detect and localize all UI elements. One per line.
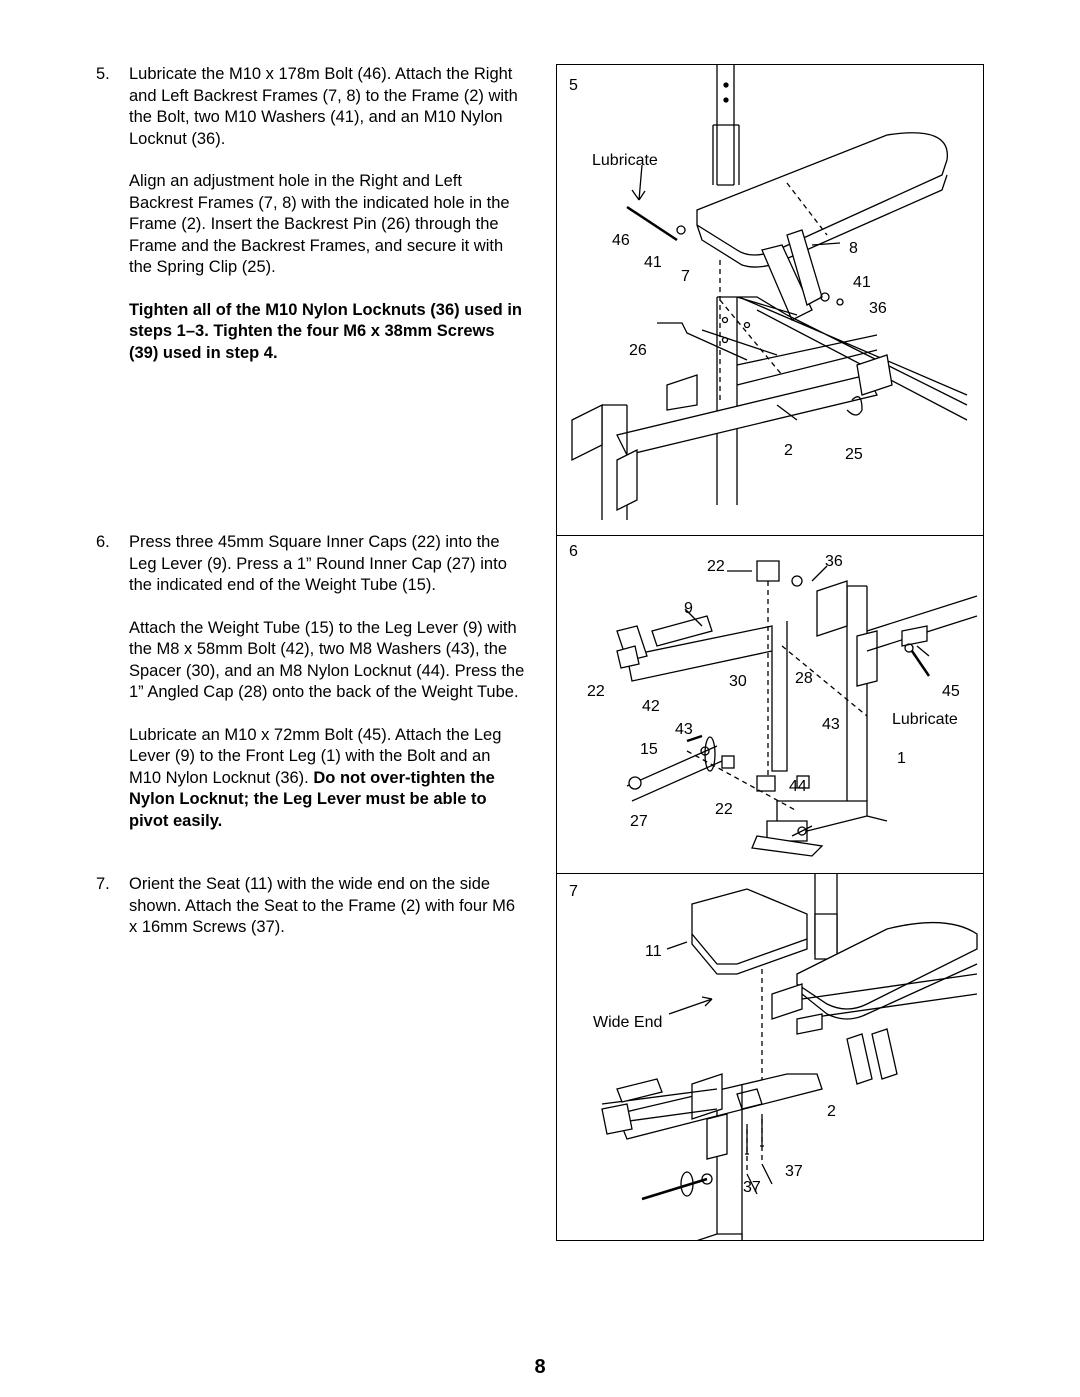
step-number: 6. bbox=[96, 533, 110, 551]
callout: 28 bbox=[795, 670, 813, 687]
callout: 9 bbox=[684, 600, 693, 617]
callout: 22 bbox=[715, 801, 733, 818]
figure-5-label: 5 bbox=[569, 77, 578, 94]
step-6-paragraph-1: Press three 45mm Square Inner Caps (22) … bbox=[129, 533, 507, 594]
callout: 22 bbox=[707, 558, 725, 575]
callout: 37 bbox=[785, 1163, 803, 1180]
callout: 41 bbox=[644, 254, 662, 271]
callout: 36 bbox=[825, 553, 843, 570]
figure-5-drawing: 5 Lubricate 46 41 7 8 41 36 26 2 25 bbox=[569, 65, 968, 520]
callout: Lubricate bbox=[892, 711, 958, 728]
step-6-paragraph-3-text: Lubricate an M10 x 72mm Bolt (45). Attac… bbox=[129, 725, 502, 787]
step-5-paragraph-1: Lubricate the M10 x 178m Bolt (46). Atta… bbox=[129, 65, 518, 148]
callout: 8 bbox=[849, 240, 858, 257]
callout: 44 bbox=[789, 778, 807, 795]
callout: 43 bbox=[675, 721, 693, 738]
callout: Wide End bbox=[593, 1014, 662, 1031]
callout: 42 bbox=[642, 698, 660, 715]
callout: 41 bbox=[853, 274, 871, 291]
figure-step-5: 5 Lubricate 46 41 7 8 41 36 26 2 25 bbox=[557, 65, 983, 535]
step-5-paragraph-2: Align an adjustment hole in the Right an… bbox=[129, 172, 510, 276]
callout: 43 bbox=[822, 716, 840, 733]
callout: 46 bbox=[612, 232, 630, 249]
callout: 36 bbox=[869, 300, 887, 317]
callout: 27 bbox=[630, 813, 648, 830]
callout: 1 bbox=[897, 750, 906, 767]
callout: 45 bbox=[942, 683, 960, 700]
page-number: 8 bbox=[534, 1356, 546, 1378]
step-7: 7. Orient the Seat (11) with the wide en… bbox=[96, 874, 526, 960]
figure-7-label: 7 bbox=[569, 883, 578, 900]
figure-7-drawing: 7 11 Wide End 2 37 37 bbox=[569, 874, 978, 1240]
step-5-warning: Tighten all of the M10 Nylon Locknuts (3… bbox=[129, 300, 522, 362]
step-6-warning: Do not over-tighten the Nylon Locknut; t… bbox=[129, 768, 495, 830]
step-5: 5. Lubricate the M10 x 178m Bolt (46). A… bbox=[96, 64, 526, 385]
callout: 11 bbox=[645, 943, 662, 960]
step-number: 5. bbox=[96, 65, 110, 83]
figure-divider bbox=[557, 535, 983, 536]
figure-panel: 5 Lubricate 46 41 7 8 41 36 26 2 25 bbox=[556, 64, 984, 1241]
figure-divider bbox=[557, 873, 983, 874]
callout: 2 bbox=[784, 442, 793, 459]
callout: 37 bbox=[743, 1179, 761, 1196]
callout: 15 bbox=[640, 741, 658, 758]
callout: 7 bbox=[681, 268, 690, 285]
callout: 30 bbox=[729, 673, 747, 690]
callout: 2 bbox=[827, 1103, 836, 1120]
step-6-paragraph-2: Attach the Weight Tube (15) to the Leg L… bbox=[129, 618, 525, 702]
figure-step-6: 6 22 36 9 30 28 22 45 42 Lubricate 43 43… bbox=[557, 536, 983, 879]
callout: 25 bbox=[845, 446, 863, 463]
step-number: 7. bbox=[96, 875, 110, 893]
figure-6-label: 6 bbox=[569, 543, 578, 560]
figure-step-7: 7 11 Wide End 2 37 37 bbox=[557, 874, 983, 1240]
callout: 26 bbox=[629, 342, 647, 359]
figure-6-drawing: 6 22 36 9 30 28 22 45 42 Lubricate 43 43… bbox=[569, 543, 978, 857]
step-7-paragraph-1: Orient the Seat (11) with the wide end o… bbox=[129, 875, 516, 936]
callout: Lubricate bbox=[592, 152, 658, 169]
step-6-paragraph-3: Lubricate an M10 x 72mm Bolt (45). Attac… bbox=[129, 725, 526, 833]
step-6: 6. Press three 45mm Square Inner Caps (2… bbox=[96, 532, 526, 853]
callout: 22 bbox=[587, 683, 605, 700]
